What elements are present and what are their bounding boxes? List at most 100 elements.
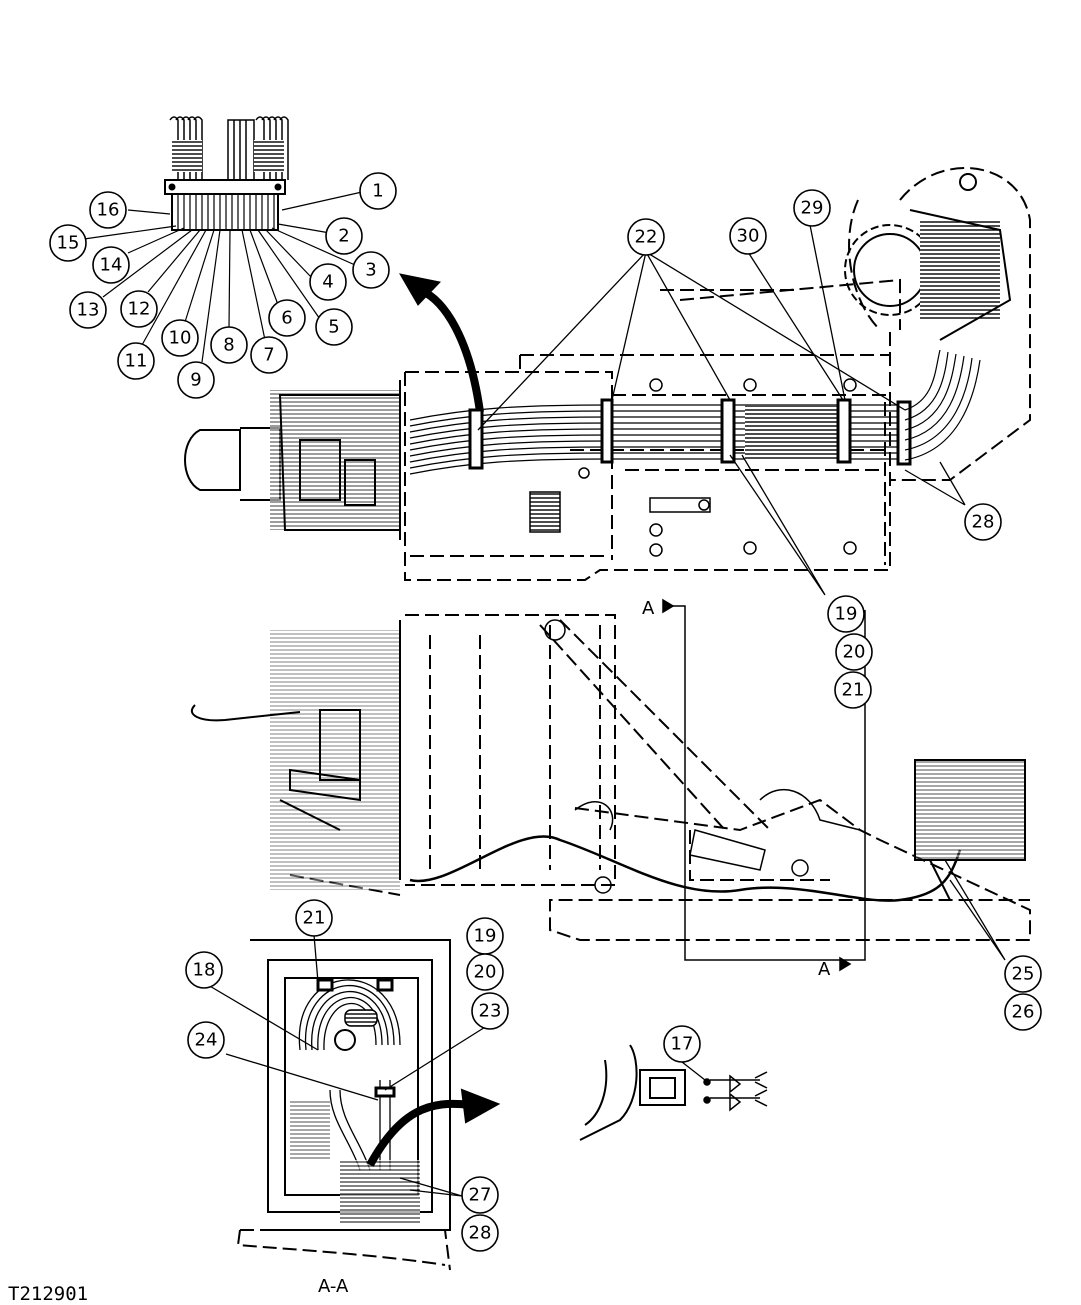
section-markers: A A xyxy=(642,598,831,980)
callout-19-circle xyxy=(827,595,865,633)
section-arrow xyxy=(366,1088,501,1167)
section-marker-bottom: A xyxy=(818,959,831,980)
callout-5-circle xyxy=(315,308,353,346)
side-view-harness xyxy=(190,598,1031,972)
callout-14-circle xyxy=(92,246,130,284)
harness-right-rise xyxy=(904,349,981,461)
callout-13: 13 xyxy=(77,300,100,321)
callout-22: 22 xyxy=(635,227,658,248)
section-line xyxy=(662,598,866,972)
callout-10: 10 xyxy=(169,328,192,349)
callout-11-circle xyxy=(117,342,155,380)
harness-clamps xyxy=(468,398,912,470)
main-harness-bundle xyxy=(409,404,905,475)
callout-26-circle xyxy=(1004,993,1042,1031)
top-view-frame xyxy=(404,167,1031,581)
callout-8: 8 xyxy=(223,335,234,356)
callout-19-section: 19 xyxy=(474,926,497,947)
callout-2-circle xyxy=(325,217,363,255)
callout-29-circle xyxy=(793,189,831,227)
callout-13-circle xyxy=(69,291,107,329)
callout-22-circle xyxy=(627,218,665,256)
callout-27-circle xyxy=(461,1176,499,1214)
side-view-links xyxy=(544,619,861,894)
callout-28-circle xyxy=(964,503,1002,541)
callout-24-circle xyxy=(187,1021,225,1059)
callout-21b-circle xyxy=(295,899,333,937)
callout-30-circle xyxy=(729,217,767,255)
operator-controls-side xyxy=(190,620,401,890)
callout-3: 3 xyxy=(365,260,376,281)
callout-1: 1 xyxy=(372,181,383,202)
top-view-bolts xyxy=(578,378,857,557)
callout-30: 30 xyxy=(737,226,760,247)
callout-11: 11 xyxy=(125,351,148,372)
callout-16: 16 xyxy=(97,200,120,221)
callout-2: 2 xyxy=(338,226,349,247)
callout-16-circle xyxy=(89,191,127,229)
section-marker-top: A xyxy=(642,598,655,619)
callout-7: 7 xyxy=(263,345,274,366)
callout-15: 15 xyxy=(57,233,80,254)
section-clamps xyxy=(316,978,396,1098)
callout-4-circle xyxy=(309,263,347,301)
callout-18: 18 xyxy=(193,960,216,981)
callout-26: 26 xyxy=(1012,1002,1035,1023)
callout-14: 14 xyxy=(100,255,123,276)
side-view-right-component xyxy=(914,759,1026,901)
pedal-connector-detail xyxy=(579,1044,768,1141)
callout-27: 27 xyxy=(469,1185,492,1206)
callout-9-circle xyxy=(177,361,215,399)
callout-12-circle xyxy=(120,290,158,328)
callout-20b-circle xyxy=(466,953,504,991)
callout-25-circle xyxy=(1004,955,1042,993)
callout-3-circle xyxy=(352,251,390,289)
callout-20: 20 xyxy=(843,642,866,663)
section-caption: A-A xyxy=(318,1276,349,1297)
callout-21: 21 xyxy=(842,680,865,701)
callout-28-section: 28 xyxy=(469,1223,492,1244)
callout-15-circle xyxy=(49,224,87,262)
callout-12: 12 xyxy=(128,299,151,320)
callout-25: 25 xyxy=(1012,964,1035,985)
callout-29: 29 xyxy=(801,198,824,219)
side-view-wire xyxy=(409,835,962,902)
callout-5: 5 xyxy=(328,317,339,338)
callout-10-circle xyxy=(161,319,199,357)
callout-20-section: 20 xyxy=(474,962,497,983)
callout-17-circle xyxy=(663,1025,701,1063)
operator-controls-top xyxy=(184,380,401,540)
callout-20-circle xyxy=(835,633,873,671)
callout-9: 9 xyxy=(190,370,201,391)
connector-detail xyxy=(83,116,363,363)
callout-21-circle xyxy=(834,671,872,709)
side-view-frame xyxy=(289,614,1031,941)
top-view-harness xyxy=(184,167,1031,581)
callout-24: 24 xyxy=(195,1030,218,1051)
right-column-assembly xyxy=(844,173,1012,341)
detail-arrow xyxy=(399,273,484,413)
callout-21-section: 21 xyxy=(303,908,326,929)
callout-leaders xyxy=(207,224,1006,1197)
callout-group xyxy=(49,172,1042,1252)
callout-18-circle xyxy=(185,951,223,989)
connector-leaders xyxy=(83,191,363,363)
callout-labels: 1 2 3 4 5 6 7 8 9 10 11 12 13 14 15 16 1… xyxy=(57,181,1035,1244)
callout-19: 19 xyxy=(835,604,858,625)
callout-23: 23 xyxy=(479,1001,502,1022)
callout-6: 6 xyxy=(281,308,292,329)
callout-23-circle xyxy=(471,992,509,1030)
callout-17: 17 xyxy=(671,1034,694,1055)
section-a-a-view xyxy=(236,939,501,1271)
connector-wire-tails xyxy=(169,116,289,181)
callout-28b-circle xyxy=(461,1214,499,1252)
figure-id: T212901 xyxy=(8,1283,89,1305)
callout-8-circle xyxy=(210,326,248,364)
callout-28: 28 xyxy=(972,512,995,533)
callout-1-circle xyxy=(359,172,397,210)
callout-4: 4 xyxy=(322,272,333,293)
callout-6-circle xyxy=(268,299,306,337)
callout-7-circle xyxy=(250,336,288,374)
